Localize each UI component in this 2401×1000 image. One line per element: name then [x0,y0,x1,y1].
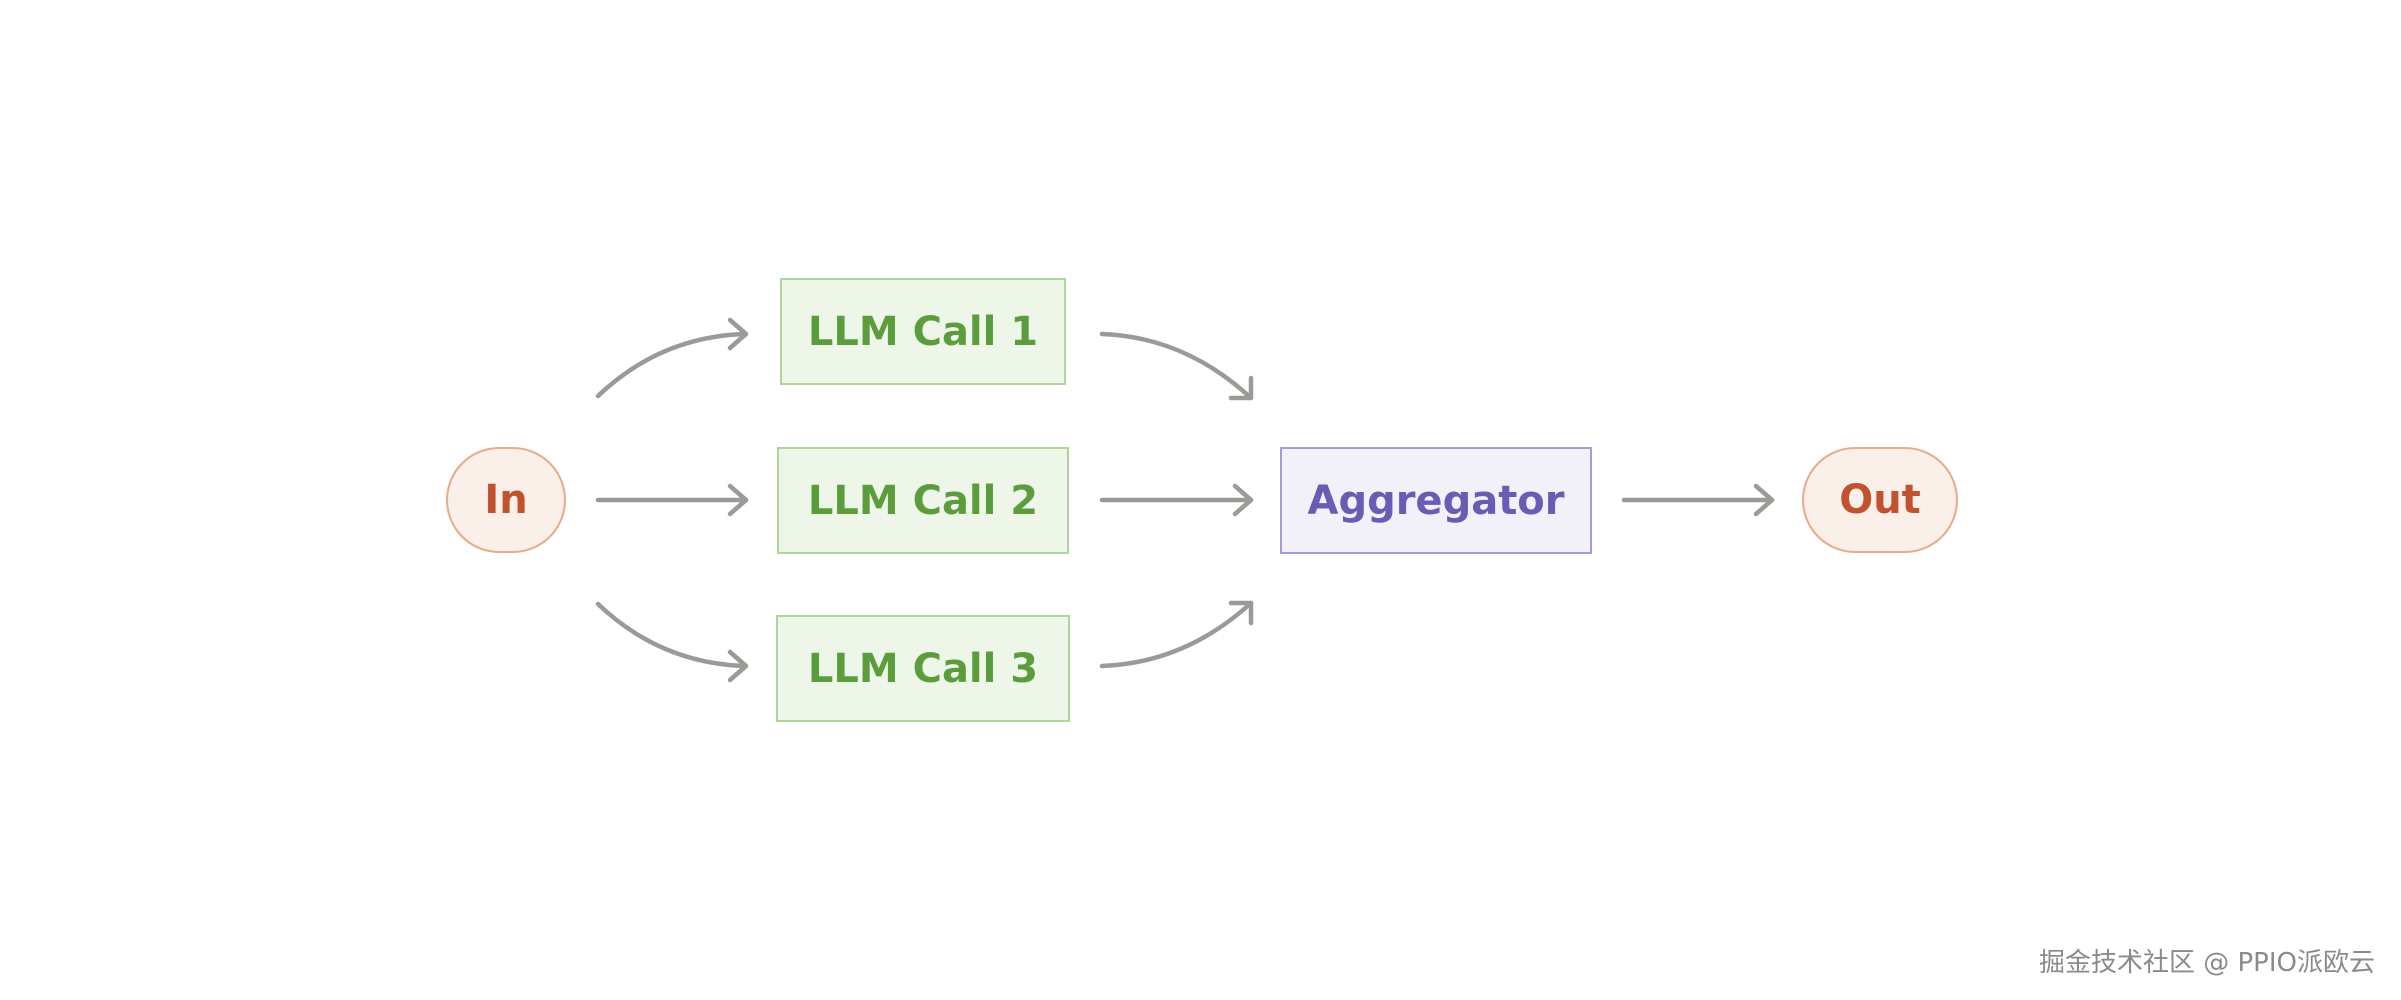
arrow-llm-call-2-to-aggregator [1099,483,1254,517]
arrow-in-to-llm-call-1 [595,317,749,399]
watermark: 掘金技术社区 @ PPIO派欧云 [2038,948,2375,978]
output-node-label: Out [1839,477,1921,523]
arrow-llm-call-1-to-aggregator [1099,331,1254,401]
input-node: In [446,447,566,553]
output-node: Out [1802,447,1958,553]
llm-call-2-node: LLM Call 2 [777,447,1069,554]
arrow-llm-call-3-to-aggregator [1099,600,1254,669]
llm-call-2-label: LLM Call 2 [807,477,1039,524]
llm-call-3-node: LLM Call 3 [776,615,1070,722]
llm-call-3-label: LLM Call 3 [807,645,1039,692]
aggregator-node: Aggregator [1280,447,1592,554]
input-node-label: In [484,477,528,523]
arrow-in-to-llm-call-3 [595,601,749,683]
llm-call-1-node: LLM Call 1 [780,278,1066,385]
aggregator-label: Aggregator [1307,477,1565,524]
llm-call-1-label: LLM Call 1 [807,308,1039,355]
arrow-in-to-llm-call-2 [595,483,749,517]
arrow-aggregator-to-out [1621,483,1775,517]
